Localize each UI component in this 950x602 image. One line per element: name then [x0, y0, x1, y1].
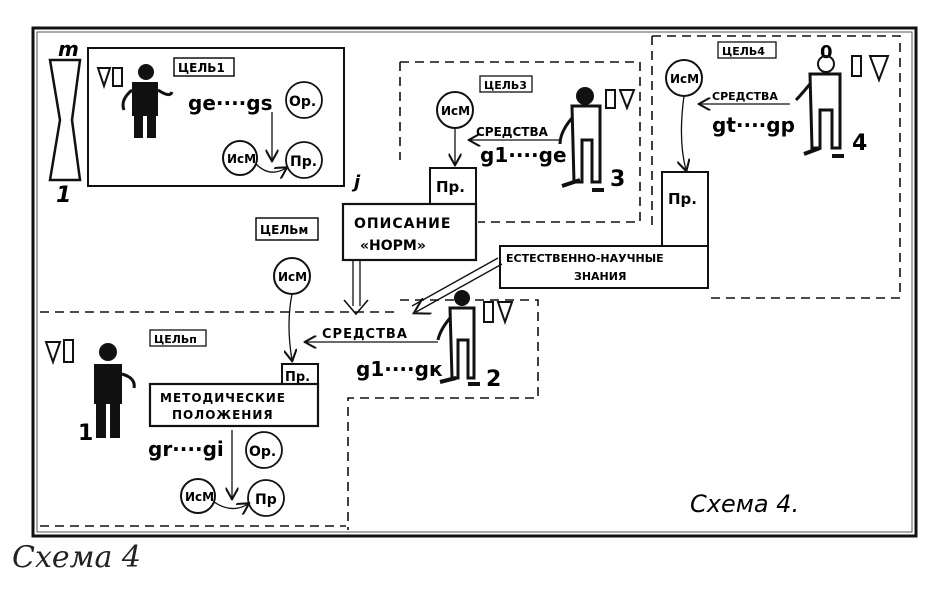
- arrow-n-curve: [213, 501, 248, 509]
- pr-label-right: Пр.: [668, 190, 697, 208]
- means4-label: СРЕДСТВА: [712, 90, 778, 103]
- seq1: gе····gs: [188, 91, 273, 115]
- square-icon-2: [483, 301, 494, 323]
- ism-label-3: ИсМ: [441, 104, 470, 118]
- actor2-box: [347, 299, 539, 530]
- square-icon: [112, 67, 123, 87]
- triangle-icon-2: [496, 301, 514, 326]
- actor4-number: 4: [852, 131, 867, 156]
- actor4-figure-icon: [794, 55, 844, 158]
- seq4: gt····gр: [712, 113, 795, 137]
- seqn: gr····gi: [148, 437, 224, 461]
- pr-circle-n: [247, 479, 285, 517]
- science-line1: ЕСТЕСТВЕННО-НАУЧНЫЕ: [506, 252, 664, 265]
- pr-label-norms: Пр.: [436, 178, 465, 196]
- arrow-m-down: [289, 293, 292, 360]
- method-line1: МЕТОДИЧЕСКИЕ: [160, 391, 286, 405]
- pr-circle-1: [285, 141, 323, 179]
- triangle-icon-4: [868, 55, 890, 83]
- square-icon-3: [605, 89, 616, 109]
- ism-circle-1: [222, 140, 258, 176]
- actor3-box: [400, 61, 641, 223]
- actor4-box: [652, 35, 901, 299]
- goalm-label: ЦЕЛЬм: [260, 223, 308, 237]
- norms-box: [341, 202, 478, 262]
- triangle-icon: [96, 67, 112, 90]
- actor3-figure-icon: [558, 87, 604, 192]
- or-label-1: Ор.: [289, 94, 316, 110]
- pr-label-n: Пр: [255, 492, 277, 508]
- outer-frame-inner: [36, 31, 913, 533]
- norms-line1: ОПИСАНИЕ: [354, 216, 451, 232]
- goaln-label: ЦЕЛЬп: [154, 333, 197, 346]
- figure-caption: Схема 4: [12, 540, 142, 575]
- goal1-label: ЦЕЛЬ1: [178, 61, 225, 75]
- j-label: j: [351, 172, 361, 193]
- actorn-figure-icon: [94, 343, 136, 438]
- zero-label: 0: [820, 42, 833, 63]
- pr-label-method: Пр.: [285, 370, 310, 385]
- science-line2: ЗНАНИЯ: [574, 270, 626, 283]
- m-label: m: [58, 37, 79, 61]
- triangle-icon-n: [44, 341, 62, 366]
- method-box: [148, 382, 320, 428]
- actor1-figure-icon: [121, 64, 174, 138]
- actorn-number: 1: [78, 421, 93, 446]
- goal1-badge: [173, 57, 235, 77]
- goalm-badge: [255, 217, 319, 241]
- ism-label-1: ИсМ: [227, 152, 256, 166]
- or-circle-1: [285, 81, 323, 119]
- seq2: g1····gк: [356, 357, 443, 381]
- actor2-number: 2: [486, 367, 501, 392]
- triangle-icon-3: [618, 89, 636, 111]
- ism-label-n: ИсМ: [185, 490, 214, 504]
- ism-circle-n: [180, 478, 216, 514]
- means2-label: СРЕДСТВА: [322, 327, 408, 342]
- goal4-label: ЦЕЛЬ4: [722, 45, 765, 58]
- or-label-n: Ор.: [249, 444, 276, 460]
- ism-label-m: ИсМ: [278, 270, 307, 284]
- outer-frame: [31, 26, 918, 538]
- actor3-number: 3: [610, 167, 625, 192]
- arrow-1-curve: [255, 163, 286, 172]
- goal4-badge: [717, 41, 777, 59]
- means3-label: СРЕДСТВА: [476, 125, 549, 139]
- square-icon-n: [63, 339, 74, 363]
- one-label-top: 1: [56, 183, 71, 208]
- goaln-badge: [149, 329, 207, 347]
- actor2-figure-icon: [436, 290, 480, 386]
- m-bracket-icon: [48, 58, 82, 182]
- inner-caption: Схема 4.: [690, 490, 799, 518]
- actor1-box: [87, 47, 345, 187]
- goal3-badge: [479, 75, 533, 93]
- goal3-label: ЦЕЛЬ3: [484, 79, 527, 92]
- norms-arrow-head: [343, 299, 369, 316]
- ism-label-4: ИсМ: [670, 72, 699, 86]
- norms-line2: «НОРМ»: [360, 238, 426, 254]
- science-arrow-b: [416, 263, 503, 312]
- arrow-4-down: [681, 95, 686, 170]
- pr-label-1: Пр.: [290, 154, 317, 170]
- science-box: [499, 245, 709, 289]
- pr-box-right: [661, 171, 709, 249]
- method-line2: ПОЛОЖЕНИЯ: [172, 408, 274, 422]
- seq3: g1····gе: [480, 143, 567, 167]
- square-icon-4: [851, 55, 862, 77]
- or-circle-n: [245, 431, 283, 469]
